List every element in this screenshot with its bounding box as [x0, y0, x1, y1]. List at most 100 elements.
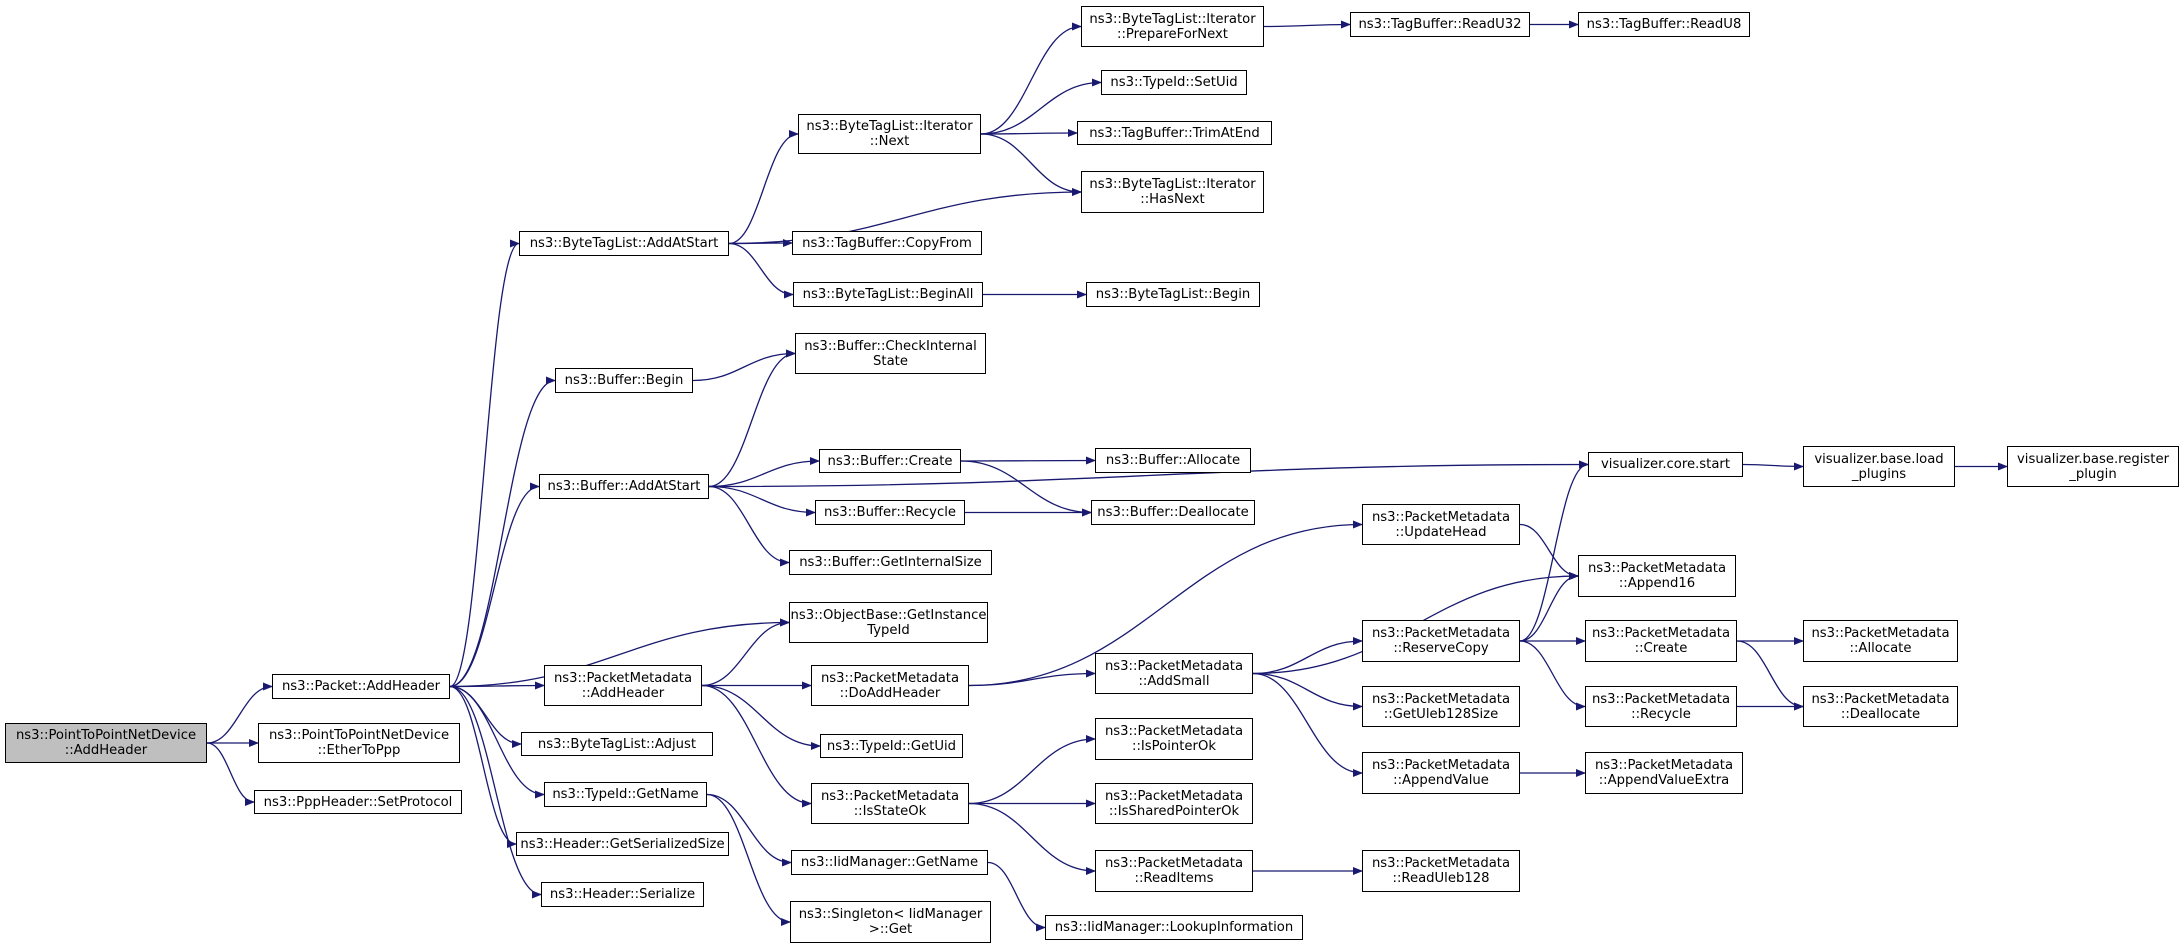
- node-label: ns3::Buffer::Begin: [564, 373, 684, 388]
- node-typeid-getuid[interactable]: ns3::TypeId::GetUid: [820, 734, 963, 758]
- node-label: ::AddSmall: [1138, 673, 1210, 689]
- edge-pm-reservecopy-to-viz-core-start: [1519, 460, 1589, 642]
- edge-root-to-packet-addheader: [206, 682, 273, 744]
- node-tagbuf-readu32[interactable]: ns3::TagBuffer::ReadU32: [1350, 12, 1530, 37]
- node-iidmgr-lookupinfo[interactable]: ns3::IidManager::LookupInformation: [1045, 915, 1303, 940]
- edge-typeid-getname-to-singleton-get: [706, 793, 791, 926]
- node-pm-doaddheader[interactable]: ns3::PacketMetadata::DoAddHeader: [811, 665, 969, 706]
- edge-btli-next-to-btli-hasnext: [980, 133, 1082, 196]
- edge-root-to-set-protocol: [206, 742, 255, 806]
- node-label: ns3::PacketMetadata: [820, 670, 960, 686]
- node-label: ::Create: [1634, 641, 1688, 656]
- node-pm-allocate[interactable]: ns3::PacketMetadata::Allocate: [1803, 620, 1958, 662]
- node-label: ns3::TypeId::SetUid: [1110, 75, 1238, 90]
- node-tagbuf-copyfrom[interactable]: ns3::TagBuffer::CopyFrom: [792, 231, 982, 255]
- edge-btli-next-to-btli-preparefornext: [980, 22, 1082, 135]
- node-pm-readuleb128[interactable]: ns3::PacketMetadata::ReadUleb128: [1362, 850, 1520, 892]
- node-label: ns3::Singleton< IidManager: [798, 907, 983, 922]
- node-label: ::PrepareForNext: [1117, 26, 1228, 42]
- node-label: ::AddHeader: [64, 743, 148, 758]
- node-buffer-getinternalsize[interactable]: ns3::Buffer::GetInternalSize: [789, 550, 992, 575]
- node-pm-reservecopy[interactable]: ns3::PacketMetadata::ReserveCopy: [1362, 620, 1520, 662]
- node-pm-addsmall[interactable]: ns3::PacketMetadata::AddSmall: [1095, 653, 1253, 694]
- node-label: ns3::ByteTagList::Iterator: [1089, 177, 1256, 192]
- node-pm-deallocate[interactable]: ns3::PacketMetadata::Deallocate: [1803, 686, 1958, 727]
- node-btl-addatstart[interactable]: ns3::ByteTagList::AddAtStart: [519, 231, 729, 256]
- node-packet-addheader[interactable]: ns3::Packet::AddHeader: [272, 674, 450, 699]
- node-btli-hasnext[interactable]: ns3::ByteTagList::Iterator::HasNext: [1081, 171, 1264, 213]
- node-pm-updatehead[interactable]: ns3::PacketMetadata::UpdateHead: [1362, 504, 1520, 545]
- node-label: ns3::PacketMetadata: [1371, 758, 1511, 773]
- node-pm-isstateok[interactable]: ns3::PacketMetadata::IsStateOk: [811, 783, 969, 824]
- node-viz-core-start[interactable]: visualizer.core.start: [1588, 452, 1743, 477]
- node-label: _plugins: [1851, 466, 1907, 482]
- node-buffer-allocate[interactable]: ns3::Buffer::Allocate: [1095, 448, 1251, 473]
- node-pm-recycle[interactable]: ns3::PacketMetadata::Recycle: [1585, 686, 1737, 727]
- node-iidmgr-getname[interactable]: ns3::IidManager::GetName: [791, 850, 988, 875]
- node-pm-issharedpointerok[interactable]: ns3::PacketMetadata::IsSharedPointerOk: [1095, 783, 1253, 824]
- node-label: ns3::Buffer::Allocate: [1105, 453, 1241, 468]
- edge-packet-addheader-to-header-getsersize: [449, 685, 517, 848]
- node-label: TypeId: [867, 622, 910, 638]
- edge-btli-preparefornext-to-tagbuf-readu32: [1263, 20, 1351, 29]
- edge-pm-addsmall-to-pm-reservecopy: [1252, 637, 1363, 675]
- node-buffer-create[interactable]: ns3::Buffer::Create: [819, 449, 961, 473]
- node-label: ns3::Buffer::Deallocate: [1097, 505, 1249, 520]
- node-pm-addheader[interactable]: ns3::PacketMetadata::AddHeader: [544, 665, 702, 706]
- node-typeid-getname[interactable]: ns3::TypeId::GetName: [544, 782, 707, 807]
- node-label: visualizer.base.register: [2016, 451, 2170, 467]
- node-label: ns3::TagBuffer::ReadU32: [1358, 17, 1522, 32]
- edge-viz-core-start-to-viz-load-plugins: [1742, 462, 1804, 471]
- edge-iidmgr-getname-to-iidmgr-lookupinfo: [987, 861, 1046, 932]
- node-label: ns3::TagBuffer::TrimAtEnd: [1089, 125, 1260, 141]
- node-typeid-setuid[interactable]: ns3::TypeId::SetUid: [1101, 70, 1247, 95]
- node-label: ns3::PacketMetadata: [1587, 561, 1727, 576]
- node-set-protocol[interactable]: ns3::PppHeader::SetProtocol: [254, 790, 462, 814]
- node-label: ::Recycle: [1631, 706, 1691, 722]
- node-header-serialize[interactable]: ns3::Header::Serialize: [541, 882, 704, 907]
- node-buffer-addatstart[interactable]: ns3::Buffer::AddAtStart: [539, 474, 709, 499]
- node-label: ns3::PacketMetadata: [1591, 626, 1731, 641]
- node-btl-adjust[interactable]: ns3::ByteTagList::Adjust: [521, 732, 713, 756]
- node-root: ns3::PointToPointNetDevice::AddHeader: [5, 723, 207, 763]
- node-buffer-deallocate[interactable]: ns3::Buffer::Deallocate: [1091, 500, 1255, 525]
- node-pm-getuleb128size[interactable]: ns3::PacketMetadata::GetUleb128Size: [1362, 686, 1520, 727]
- node-pm-ispointerok[interactable]: ns3::PacketMetadata::IsPointerOk: [1095, 718, 1253, 760]
- node-label: ns3::IidManager::GetName: [800, 855, 979, 870]
- node-tagbuf-readu8[interactable]: ns3::TagBuffer::ReadU8: [1578, 12, 1750, 37]
- node-label: ns3::TypeId::GetUid: [826, 738, 957, 754]
- edge-buffer-addatstart-to-buffer-getinternalsize: [708, 485, 790, 567]
- node-pm-readitems[interactable]: ns3::PacketMetadata::ReadItems: [1095, 850, 1253, 892]
- edge-buffer-create-to-buffer-deallocate: [960, 460, 1092, 517]
- node-btl-beginall[interactable]: ns3::ByteTagList::BeginAll: [793, 282, 983, 307]
- node-label: ns3::PacketMetadata: [1811, 626, 1950, 641]
- edge-pm-doaddheader-to-pm-addsmall: [968, 669, 1096, 687]
- node-label: ::IsStateOk: [853, 803, 927, 819]
- node-label: ns3::PacketMetadata: [1371, 626, 1511, 641]
- node-ether-to-ppp[interactable]: ns3::PointToPointNetDevice::EtherToPpp: [258, 723, 460, 763]
- node-pm-appendvalue[interactable]: ns3::PacketMetadata::AppendValue: [1362, 752, 1520, 794]
- node-buffer-begin[interactable]: ns3::Buffer::Begin: [555, 368, 693, 393]
- node-pm-appendvalueextra[interactable]: ns3::PacketMetadata::AppendValueExtra: [1585, 752, 1743, 794]
- node-pm-append16[interactable]: ns3::PacketMetadata::Append16: [1578, 555, 1736, 597]
- node-btl-begin[interactable]: ns3::ByteTagList::Begin: [1086, 282, 1260, 307]
- edge-typeid-getname-to-iidmgr-getname: [706, 793, 792, 867]
- node-buffer-recycle[interactable]: ns3::Buffer::Recycle: [815, 500, 965, 525]
- node-btli-next[interactable]: ns3::ByteTagList::Iterator::Next: [798, 114, 981, 154]
- node-viz-register-plugin[interactable]: visualizer.base.register_plugin: [2007, 446, 2179, 487]
- edge-packet-addheader-to-header-serialize: [449, 685, 542, 899]
- node-viz-load-plugins[interactable]: visualizer.base.load_plugins: [1803, 446, 1955, 487]
- edge-btl-addatstart-to-btl-beginall: [728, 242, 794, 299]
- edge-pm-addsmall-to-pm-getuleb128size: [1252, 672, 1363, 711]
- node-header-getsersize[interactable]: ns3::Header::GetSerializedSize: [516, 832, 729, 856]
- node-pm-create[interactable]: ns3::PacketMetadata::Create: [1585, 620, 1737, 662]
- node-label: ns3::TypeId::GetName: [552, 787, 699, 802]
- node-tagbuf-trimatend[interactable]: ns3::TagBuffer::TrimAtEnd: [1077, 121, 1272, 145]
- node-label: ns3::ByteTagList::BeginAll: [802, 287, 974, 302]
- node-singleton-get[interactable]: ns3::Singleton< IidManager>::Get: [790, 901, 991, 943]
- edge-pm-doaddheader-to-pm-updatehead: [968, 520, 1363, 687]
- node-btli-preparefornext[interactable]: ns3::ByteTagList::Iterator::PrepareForNe…: [1081, 6, 1264, 47]
- edge-pm-addheader-to-typeid-getuid: [701, 684, 821, 750]
